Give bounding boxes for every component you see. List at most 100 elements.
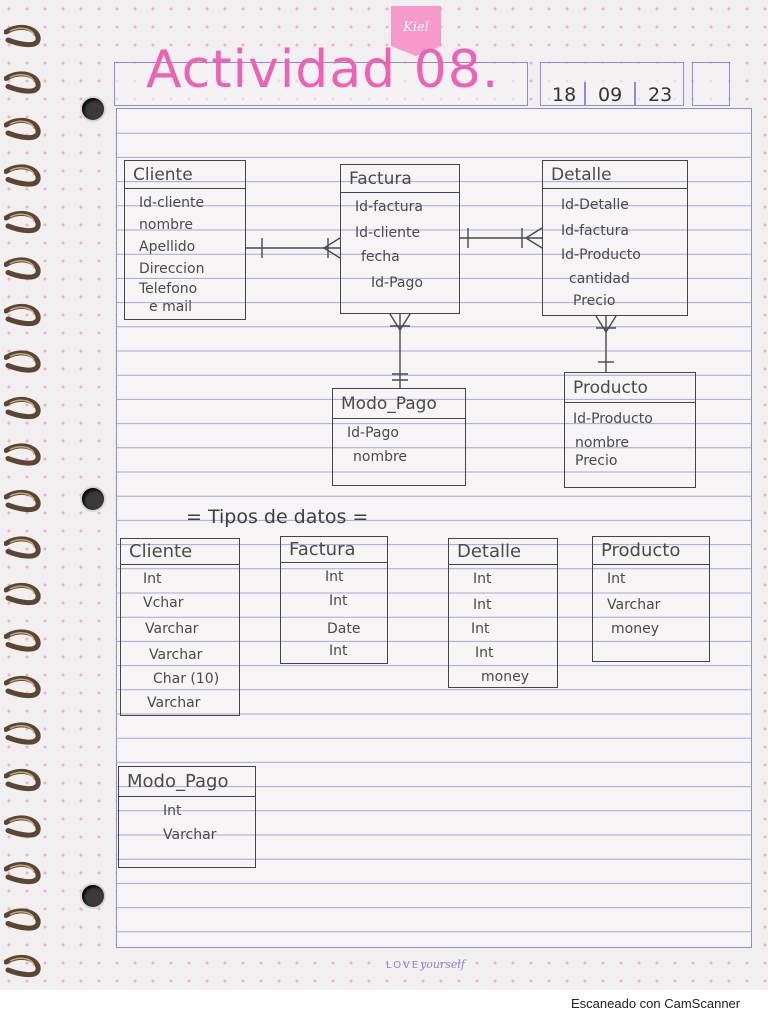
er-table-producto: Producto Id-Producto nombre Precio (564, 372, 696, 488)
spiral-binding (4, 25, 41, 978)
type-table-modo-pago: Modo_Pago Int Varchar (118, 766, 256, 868)
one-marker (392, 373, 408, 381)
type-table-cliente: Cliente Int Vchar Varchar Varchar Char (… (120, 538, 240, 716)
type-cell: money (481, 669, 529, 685)
type-cell: money (611, 621, 659, 637)
date-month: 09 (598, 84, 623, 106)
spiral-coil-highlight (9, 492, 35, 502)
corner-box (692, 62, 730, 106)
type-cell: Int (475, 645, 494, 661)
er-field: Id-cliente (355, 225, 421, 241)
types-section-title: = Tipos de datos = (186, 506, 369, 528)
er-field: fecha (361, 249, 400, 265)
spiral-coil-highlight (9, 306, 35, 316)
er-table-cliente: Cliente Id-cliente nombre Apellido Direc… (124, 160, 246, 320)
spiral-coil-highlight (9, 818, 35, 827)
er-table-title: Detalle (543, 161, 687, 189)
er-field: Direccion (139, 261, 205, 277)
type-table-title: Factura (281, 537, 387, 563)
er-table-title: Cliente (125, 161, 245, 189)
type-cell: Varchar (145, 621, 199, 637)
spiral-coil-highlight (9, 771, 35, 781)
spiral-coil-highlight (9, 864, 35, 874)
footer-brand-suffix: yourself (420, 958, 466, 971)
spiral-coil-highlight (9, 678, 35, 688)
page-title: Actividad 08. (146, 40, 500, 100)
date-separator (634, 82, 636, 106)
type-cell: Date (327, 621, 361, 637)
spiral-coil-highlight (9, 399, 35, 409)
spiral-coil-highlight (9, 585, 35, 595)
er-field: nombre (139, 217, 194, 233)
er-table-factura: Factura Id-factura Id-cliente fecha Id-P… (340, 164, 460, 314)
er-field: Id-Producto (561, 247, 641, 263)
punch-hole (82, 488, 104, 510)
many-marker (323, 237, 341, 259)
er-field: Precio (575, 453, 618, 469)
type-cell: Int (143, 571, 162, 587)
type-table-title: Producto (593, 537, 709, 565)
er-field: Id-Pago (347, 425, 399, 441)
ruled-lines (117, 132, 751, 933)
spiral-coil-highlight (9, 957, 35, 967)
er-field: nombre (575, 435, 630, 451)
type-cell: Int (607, 571, 626, 587)
type-cell: Varchar (163, 827, 217, 843)
date-year: 23 (648, 84, 673, 106)
er-field: cantidad (569, 271, 630, 287)
punch-hole (82, 885, 104, 907)
spiral-coil-highlight (9, 353, 35, 362)
spiral-coil-highlight (9, 446, 35, 455)
er-table-title: Factura (341, 165, 459, 193)
notebook-page: Kiel Actividad 08. 18 09 23 Cliente Id-c… (0, 0, 768, 990)
type-table-producto: Producto Int Varchar money (592, 536, 710, 662)
type-cell: Int (163, 803, 182, 819)
footer-brand-prefix: LOVE (386, 960, 421, 971)
type-table-factura: Factura Int Int Date Int (280, 536, 388, 664)
er-field: Precio (573, 293, 616, 309)
type-cell: Varchar (149, 647, 203, 663)
er-field: Id-Producto (573, 411, 653, 427)
many-marker (521, 227, 543, 249)
type-table-title: Cliente (121, 539, 239, 565)
type-cell: Vchar (143, 595, 184, 611)
date-separator (584, 82, 586, 106)
date-box (540, 62, 684, 106)
scanner-caption: Escaneado con CamScanner (571, 996, 741, 1011)
ruled-area (116, 108, 752, 948)
spiral-coil-highlight (9, 260, 35, 269)
type-table-detalle: Detalle Int Int Int Int money (448, 538, 558, 688)
type-cell: Char (10) (153, 671, 220, 687)
er-field: Apellido (139, 239, 196, 255)
type-cell: Int (329, 593, 348, 609)
spiral-coil-highlight (9, 213, 35, 223)
spiral-coil-highlight (9, 539, 35, 548)
spiral-coil-highlight (9, 632, 35, 641)
type-cell: Int (329, 643, 348, 659)
date-day: 18 (552, 84, 577, 106)
spiral-coil-highlight (9, 725, 35, 734)
spiral-coil-highlight (9, 167, 35, 176)
type-cell: Int (471, 621, 490, 637)
spiral-coil-highlight (9, 74, 35, 83)
er-field: Id-Pago (371, 275, 423, 291)
er-table-modo-pago: Modo_Pago Id-Pago nombre (332, 388, 466, 486)
many-marker (595, 315, 617, 333)
spiral-coil-highlight (9, 27, 35, 37)
er-field: Id-cliente (139, 195, 205, 211)
relationship-lines (246, 227, 617, 388)
er-field: Telefono (139, 281, 198, 297)
many-marker (389, 313, 411, 331)
er-field: Id-Detalle (561, 197, 629, 213)
type-cell: Varchar (147, 695, 201, 711)
er-table-detalle: Detalle Id-Detalle Id-factura Id-Product… (542, 160, 688, 316)
spiral-coil-highlight (9, 120, 35, 130)
er-table-title: Modo_Pago (333, 389, 465, 419)
er-field: Id-factura (355, 199, 423, 215)
type-cell: Int (473, 571, 492, 587)
type-table-title: Modo_Pago (119, 767, 255, 797)
type-cell: Int (473, 597, 492, 613)
er-field: Id-factura (561, 223, 629, 239)
type-cell: Varchar (607, 597, 661, 613)
spiral-coil-highlight (9, 911, 35, 920)
